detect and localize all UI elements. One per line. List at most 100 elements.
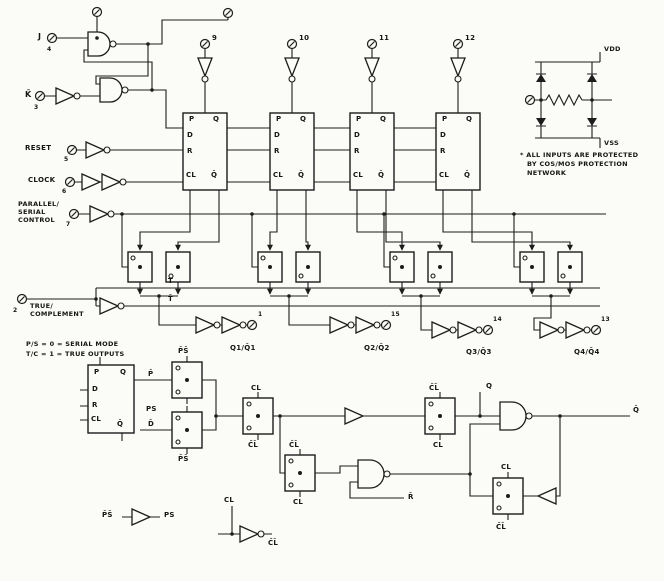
output-terminal-icon — [482, 324, 494, 336]
inverter-k — [55, 86, 81, 106]
ff2-p: P — [276, 115, 282, 123]
pin-reset: 5 — [64, 156, 69, 163]
detail-d-in: D̄ — [148, 420, 155, 428]
detail-p-in: P̄ — [148, 370, 154, 378]
label-ps-3: CONTROL — [18, 216, 55, 224]
ff1-q: Q — [213, 115, 220, 123]
protection-network — [536, 73, 597, 127]
legend-ff-box — [87, 364, 135, 434]
label-j: J — [38, 32, 42, 41]
ff4-d: D — [440, 131, 447, 139]
label-ps-2: SERIAL — [18, 208, 46, 216]
flip-flop-4 — [435, 112, 481, 191]
output-label-2: Q2/Q̄2 — [364, 344, 390, 352]
protection-note-1: * ALL INPUTS ARE PROTECTED — [520, 151, 639, 159]
detail-tg-cl2 — [284, 454, 316, 492]
parallel-input-inverter-2 — [284, 57, 300, 83]
detail-nand-q — [499, 401, 533, 431]
nand-gate-j — [87, 31, 117, 57]
transmission-gate-3 — [257, 251, 283, 283]
ff4-qbar: Q̄ — [464, 171, 471, 179]
protection-note-3: NETWORK — [527, 169, 567, 177]
transmission-gate-8 — [557, 251, 583, 283]
inverter-ps-control — [89, 204, 115, 224]
ff3-r: R — [354, 147, 360, 155]
label-vdd: VDD — [604, 45, 621, 53]
detail-qbar-out: Q̄ — [633, 406, 640, 414]
output-pin-2: 15 — [391, 311, 400, 318]
pin-tc: 2 — [13, 307, 18, 314]
mode-note-2: T/C = 1 = TRUE OUTPUTS — [26, 350, 125, 358]
ff1-qbar: Q̄ — [211, 171, 218, 179]
detail-rbar: R̄ — [408, 493, 414, 501]
label-vss: VSS — [604, 139, 620, 147]
pin-parallel-2: 10 — [299, 34, 310, 42]
ff4-cl: CL — [439, 171, 450, 179]
pin-j: 4 — [47, 46, 52, 53]
label-ps-1: PARALLEL/ — [18, 200, 60, 208]
inverter-clock — [101, 172, 127, 192]
output-label-3: Q3/Q̄3 — [466, 348, 492, 356]
label-reset: RESET — [25, 144, 52, 152]
transmission-gate-row — [127, 251, 583, 283]
transmission-gate-2 — [165, 251, 191, 283]
mini-clbar-out: C̄L̄ — [268, 539, 279, 547]
ff2-r: R — [274, 147, 280, 155]
input-terminal-icon — [66, 144, 78, 156]
label-clock: CLOCK — [28, 176, 56, 184]
ff3-q: Q — [380, 115, 387, 123]
transmission-gate-5 — [389, 251, 415, 283]
input-terminal-icon — [68, 208, 80, 220]
input-terminal-icon — [64, 176, 76, 188]
pin-k: 3 — [34, 104, 39, 111]
output-terminal-icon — [380, 319, 392, 331]
detail-feedback-inverter — [536, 486, 557, 506]
detail-tg1-top: CL — [251, 384, 262, 392]
detail-ps-mid: PS — [146, 405, 157, 413]
ff4-p: P — [442, 115, 448, 123]
ff2-q: Q — [300, 115, 307, 123]
pin-parallel-3: 11 — [379, 34, 390, 42]
transmission-gate-6 — [427, 251, 453, 283]
label-t: T — [168, 277, 174, 285]
input-terminal-icon — [91, 6, 103, 18]
mini-cl-in: CL — [224, 496, 235, 504]
ff1-cl: CL — [186, 171, 197, 179]
ff2-qbar: Q̄ — [298, 171, 305, 179]
nand-gate-k — [99, 77, 129, 103]
detail-circuit — [171, 361, 557, 515]
detail-inverter — [344, 406, 365, 426]
input-terminal-icon — [199, 38, 211, 50]
buffer-clock — [81, 172, 102, 192]
ff1-p: P — [189, 115, 195, 123]
pin-ps: 7 — [66, 221, 71, 228]
detail-tg2-bottom: CL — [293, 498, 304, 506]
ff3-qbar: Q̄ — [378, 171, 385, 179]
pin-parallel-4: 12 — [465, 34, 476, 42]
output-pin-1: 1 — [258, 311, 263, 318]
mini-inverter-cl — [239, 524, 265, 544]
input-terminal-icon — [46, 32, 58, 44]
input-terminal-icon — [366, 38, 378, 50]
detail-tg-d — [171, 411, 203, 449]
detail-tg4-top: CL — [501, 463, 512, 471]
ff1-d: D — [187, 131, 194, 139]
detail-q-out: Q — [486, 382, 493, 390]
detail-tg4-bottom: C̄L̄ — [496, 523, 507, 531]
inverter-reset — [85, 140, 111, 160]
flip-flop-3 — [349, 112, 395, 191]
output-label-1: Q1/Q̄1 — [230, 344, 256, 352]
label-k: K̄ — [25, 90, 32, 99]
inverter-tc — [99, 296, 125, 316]
legend-ff-cl: CL — [91, 415, 102, 423]
mini-psbar: P̄S̄ — [102, 511, 113, 519]
mode-note-1: P/S = 0 = SERIAL MODE — [26, 340, 119, 348]
detail-tg-p — [171, 361, 203, 399]
legend-ff-q: Q — [120, 368, 127, 376]
output-pin-4: 13 — [601, 316, 610, 323]
transmission-gate-4 — [295, 251, 321, 283]
mini-ps: PS — [164, 511, 175, 519]
detail-nand-r — [357, 459, 391, 489]
detail-tg3-bottom: CL — [433, 441, 444, 449]
